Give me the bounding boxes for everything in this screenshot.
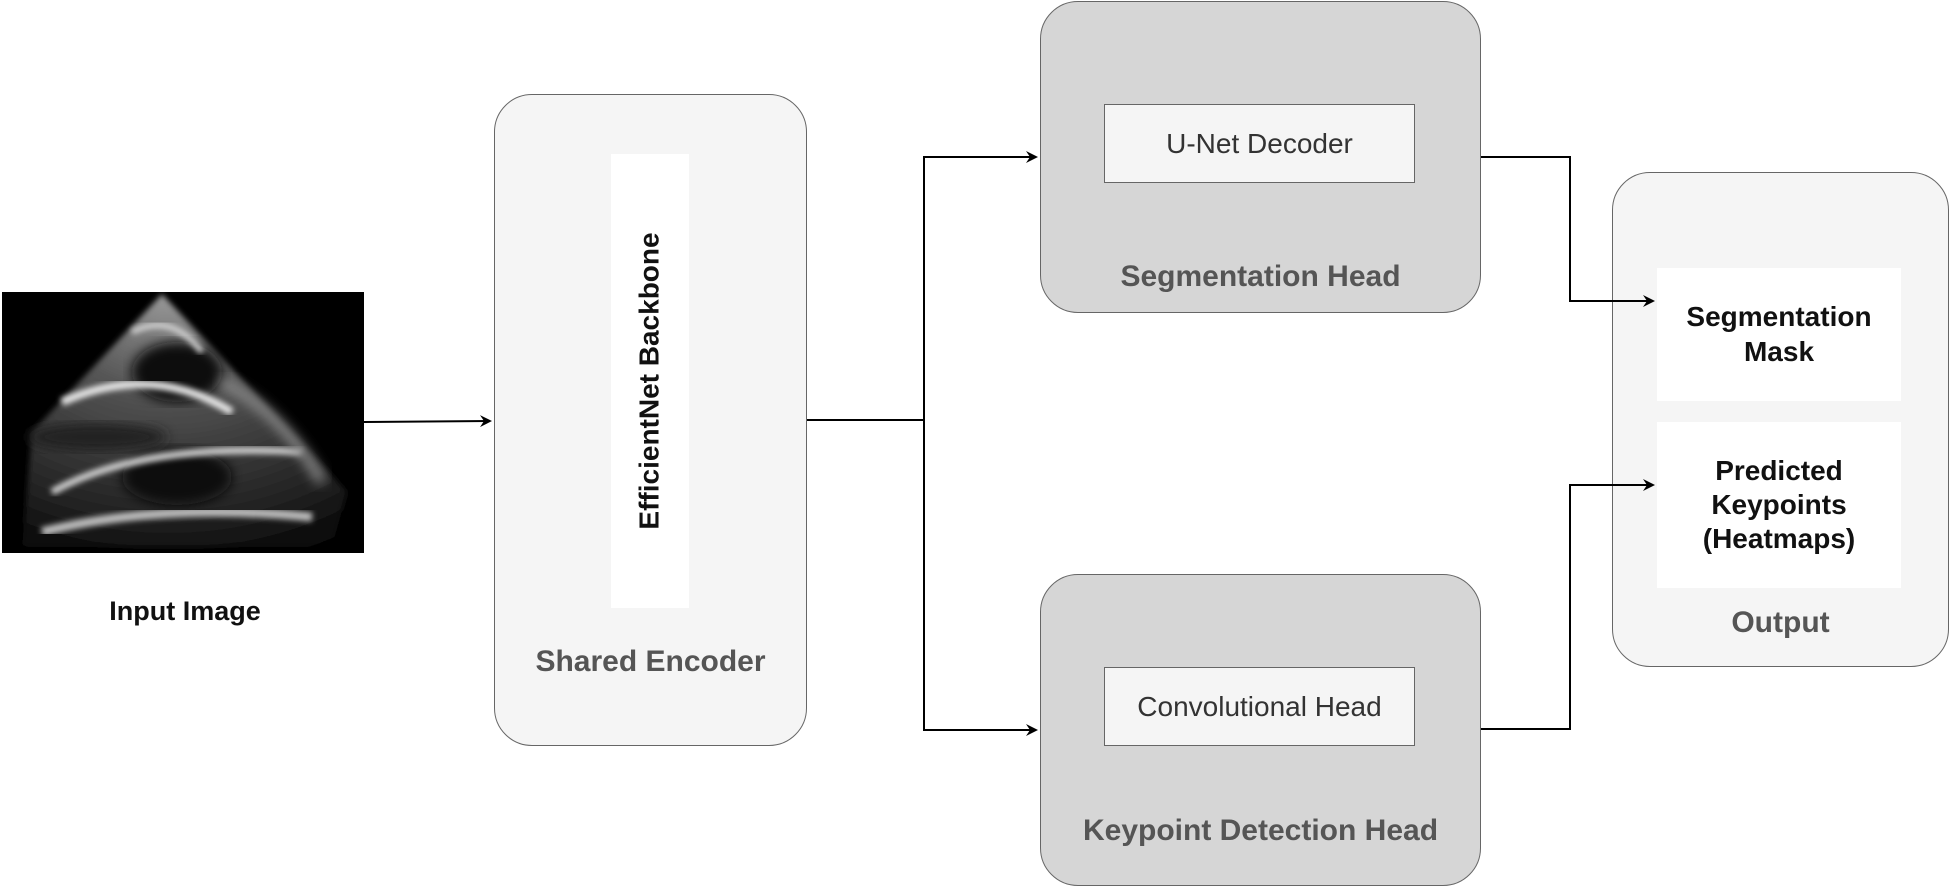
convolutional-head-box: Convolutional Head: [1104, 667, 1415, 746]
arrow-keypoint-to-output: [1481, 479, 1655, 730]
backbone-card: [611, 154, 689, 608]
arrow-encoder-to-segmentation: [923, 151, 1038, 420]
arrow-segmentation-to-output: [1481, 156, 1655, 307]
arrow-encoder-to-keypoint: [923, 420, 1038, 736]
shared-encoder-caption: Shared Encoder: [535, 645, 766, 678]
predicted-keypoints-label: Predicted Keypoints (Heatmaps): [1702, 454, 1856, 555]
segmentation-mask-label: Segmentation Mask: [1686, 301, 1872, 367]
predicted-keypoints-card: Predicted Keypoints (Heatmaps): [1657, 422, 1901, 588]
ultrasound-image: [2, 292, 364, 553]
segmentation-mask-card: Segmentation Mask: [1657, 268, 1901, 401]
input-image-label: Input Image: [109, 596, 261, 626]
input-image: [2, 292, 364, 553]
unet-decoder-box: U-Net Decoder: [1104, 104, 1415, 183]
segmentation-head-caption: Segmentation Head: [1120, 260, 1401, 293]
arrow-input-to-encoder: [363, 415, 492, 428]
keypoint-head-caption: Keypoint Detection Head: [1082, 814, 1439, 847]
output-caption: Output: [1731, 606, 1830, 639]
